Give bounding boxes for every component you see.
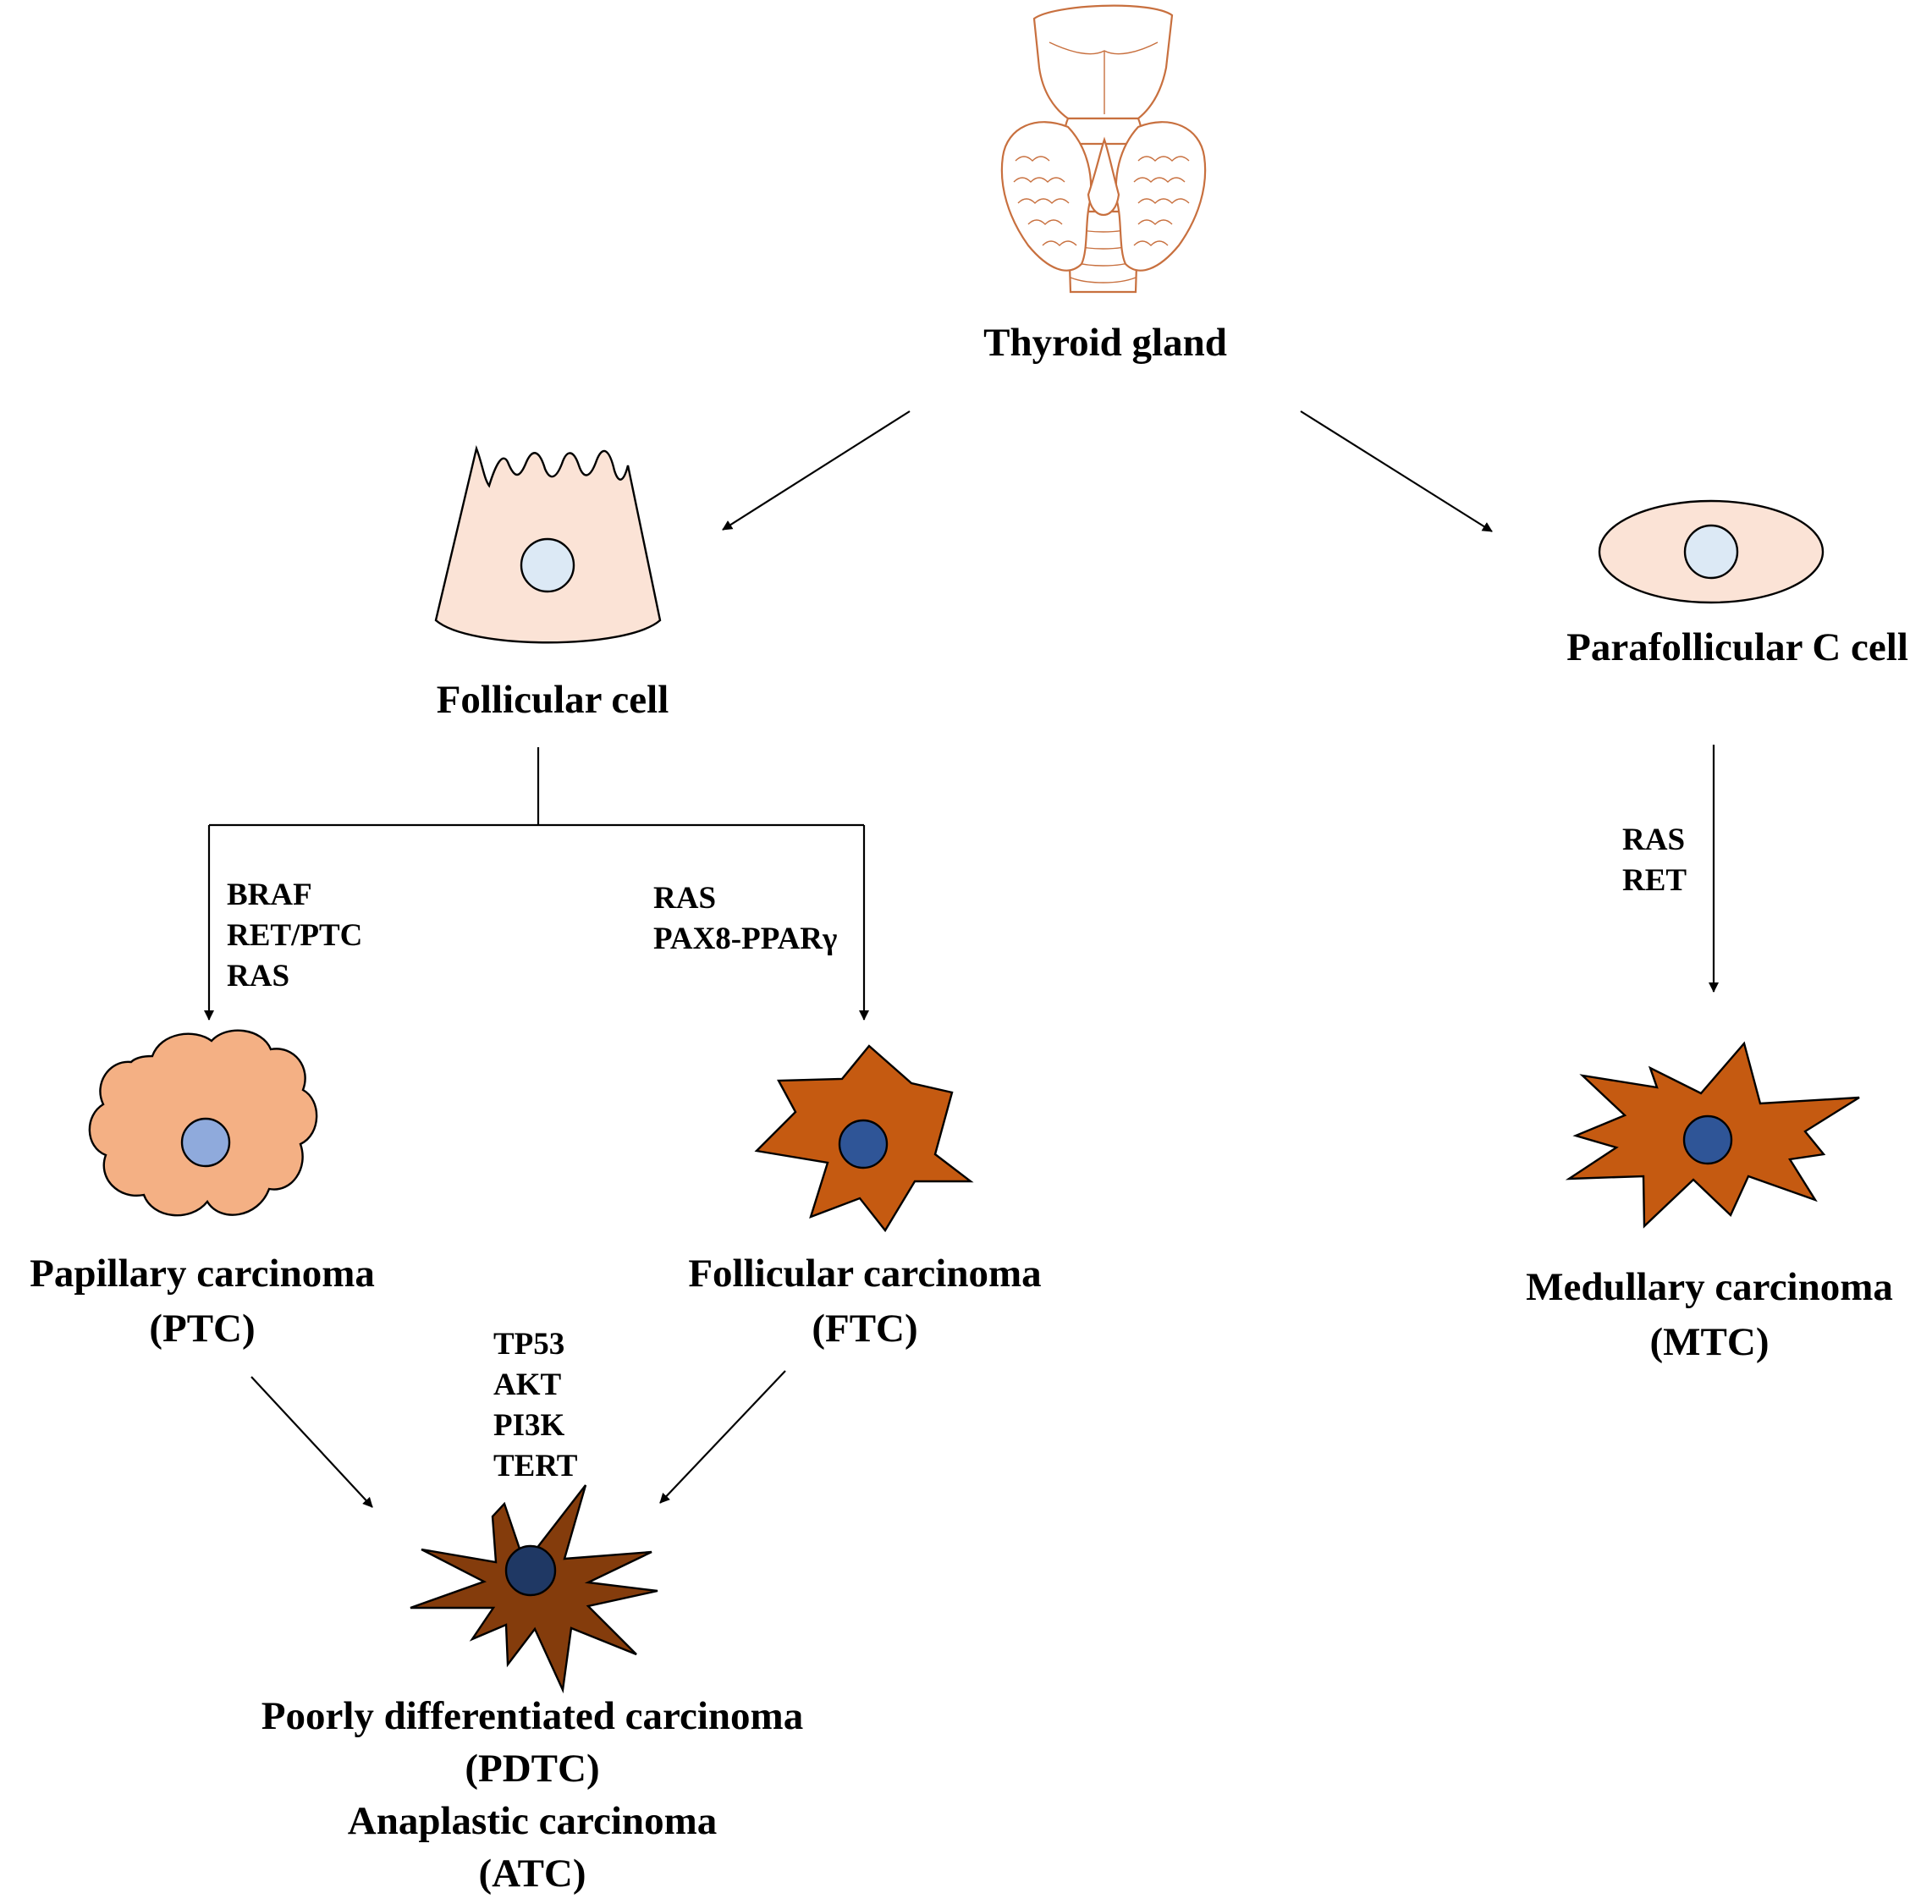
ptc-label-name: Papillary carcinoma	[30, 1252, 375, 1296]
mtc-cell	[1565, 1041, 1860, 1229]
mutation-akt: AKT	[493, 1367, 562, 1402]
mutation-pax8-pparg: PAX8-PPARγ	[653, 922, 837, 956]
atc-cell-nucleus	[504, 1544, 557, 1597]
arrow-ftc-to-atc	[659, 1370, 786, 1504]
ftc-mutation-list: RAS PAX8-PPARγ	[653, 881, 837, 956]
mutation-ras: RAS	[1622, 823, 1685, 857]
follicular-cell-label: Follicular cell	[437, 678, 669, 722]
ftc-cell	[754, 1044, 974, 1233]
follicular-cell-nucleus	[520, 537, 575, 593]
ftc-label-abbr: (FTC)	[812, 1307, 917, 1351]
atc-label-abbr: (ATC)	[478, 1852, 586, 1896]
arrow-ptc-to-atc	[250, 1376, 373, 1508]
mtc-label-name: Medullary carcinoma	[1526, 1265, 1893, 1309]
ptc-cell	[88, 1029, 318, 1217]
parafollicular-cell-nucleus	[1683, 524, 1739, 580]
progression-mutation-list: TP53 AKT PI3K TERT	[493, 1327, 578, 1483]
follicular-cell	[434, 444, 662, 644]
follicular-branch-bracket	[204, 747, 869, 1021]
pdtc-label-name: Poorly differentiated carcinoma	[261, 1694, 803, 1738]
ftc-cell-nucleus	[838, 1119, 889, 1169]
ptc-cell-nucleus	[180, 1117, 231, 1168]
ftc-label-name: Follicular carcinoma	[688, 1252, 1041, 1296]
thyroid-gland-illustration	[1000, 4, 1207, 294]
mutation-tert: TERT	[493, 1449, 578, 1483]
mutation-ras: RAS	[227, 959, 289, 993]
mtc-label-abbr: (MTC)	[1650, 1320, 1770, 1364]
pdtc-label-abbr: (PDTC)	[465, 1747, 599, 1791]
parafollicular-c-cell	[1598, 499, 1825, 604]
parafollicular-cell-label: Parafollicular C cell	[1566, 625, 1908, 669]
ptc-mutation-list: BRAF RET/PTC RAS	[227, 878, 362, 993]
arrow-to-follicular	[722, 410, 911, 531]
mutation-tp53: TP53	[493, 1327, 564, 1362]
mtc-mutation-list: RAS RET	[1622, 823, 1687, 898]
mutation-braf: BRAF	[227, 878, 312, 912]
mutation-ret-ptc: RET/PTC	[227, 918, 362, 953]
thyroid-gland-label: Thyroid gland	[983, 321, 1227, 365]
atc-label-name: Anaplastic carcinoma	[348, 1799, 717, 1843]
mutation-ras: RAS	[653, 881, 716, 916]
mtc-cell-nucleus	[1682, 1114, 1733, 1165]
arrow-to-parafollicular	[1300, 410, 1493, 532]
ptc-label-abbr: (PTC)	[149, 1307, 255, 1351]
mutation-pi3k: PI3K	[493, 1408, 565, 1443]
mutation-ret: RET	[1622, 863, 1687, 898]
atc-cell	[410, 1484, 658, 1694]
